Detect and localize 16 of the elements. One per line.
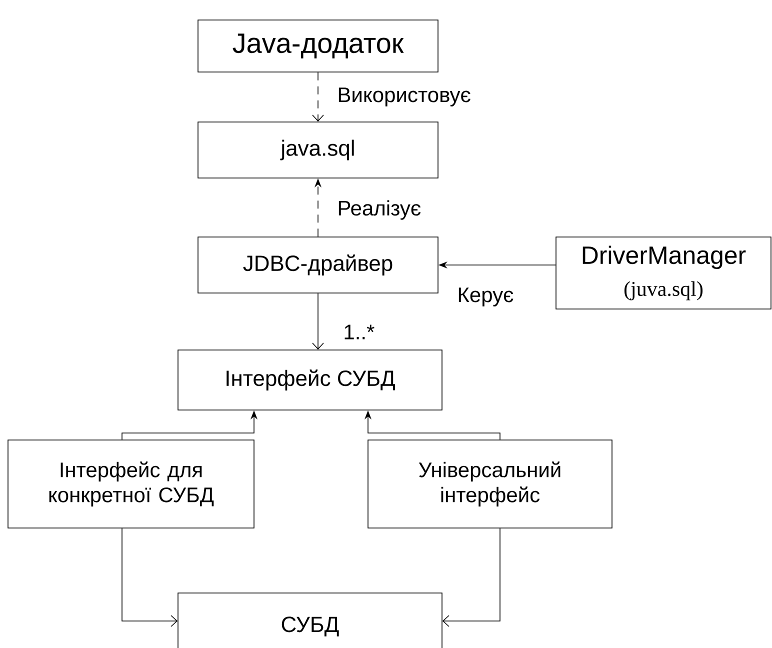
process-box: Універсальний інтерфейс [368,440,612,528]
process-box: Java-додаток [198,20,438,72]
process-box: Інтерфейс СУБД [178,350,442,410]
process-box: JDBC-драйвер [198,236,438,294]
edge-label: Реалізує [336,199,422,221]
process-box: DriverManager (juva.sql) [556,236,772,310]
arrow [442,528,500,627]
edge-label: Керує [456,286,515,308]
arrow [312,293,324,350]
edge-label: 1..* [342,324,376,340]
edge-label: Використовує [336,86,472,108]
process-box: java.sql [198,122,438,178]
arrow [122,528,178,627]
arrow [312,72,324,122]
process-box: СУБД [178,592,442,648]
process-box: Інтерфейс для конкретної СУБД [8,440,254,528]
